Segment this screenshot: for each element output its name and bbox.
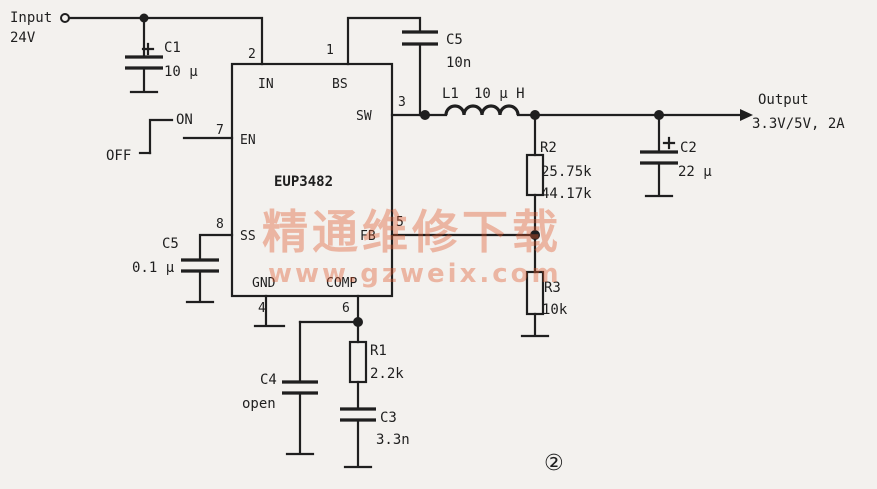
c5-bs-value: 10n — [446, 55, 471, 71]
inductor-l1 — [444, 104, 520, 116]
l1-ref: L1 — [442, 86, 459, 102]
c1-value: 10 μ — [164, 64, 198, 80]
r2-ref: R2 — [540, 140, 557, 156]
c3-ground — [343, 418, 373, 469]
c1-plus-sign — [141, 42, 155, 56]
r1-value: 2.2k — [370, 366, 404, 382]
pin-in-number: 2 — [248, 47, 256, 62]
l1-value: 10 μ H — [474, 86, 525, 102]
pin-in-label: IN — [258, 77, 274, 92]
comp-node-wire — [298, 320, 360, 344]
pin-sw-label: SW — [356, 109, 372, 124]
r3-ref: R3 — [544, 280, 561, 296]
watermark-url: www.gzweix.com — [268, 259, 562, 289]
pin-fb-label: FB — [360, 229, 376, 244]
ss-wire — [198, 233, 234, 260]
c5-ss-ref: C5 — [162, 236, 179, 252]
pin-ss-label: SS — [240, 229, 256, 244]
bs-wire — [346, 16, 422, 66]
r2-value-1: 25.75k — [541, 164, 592, 180]
pin-ss-number: 8 — [216, 217, 224, 232]
ic-body — [230, 62, 394, 298]
c4-ground — [285, 391, 315, 456]
pin-comp-label: COMP — [326, 276, 357, 291]
en-switch — [148, 118, 234, 155]
pin-gnd-number: 4 — [258, 301, 266, 316]
output-spec: 3.3V/5V, 2A — [752, 116, 845, 132]
r3-value: 10k — [542, 302, 568, 318]
figure-number: ② — [544, 451, 564, 476]
c3-ref: C3 — [380, 410, 397, 426]
input-voltage: 24V — [10, 30, 36, 46]
c5-ss-ground — [185, 269, 215, 304]
switch-off-label: OFF — [106, 148, 131, 164]
pin-en-number: 7 — [216, 123, 224, 138]
resistor-r1 — [348, 340, 368, 384]
c1-ref: C1 — [164, 40, 181, 56]
c2-plus-sign — [662, 136, 676, 150]
output-label: Output — [758, 92, 809, 108]
ic-part-number: EUP3482 — [274, 174, 333, 190]
pin-fb-number: 5 — [396, 215, 404, 230]
c4-value: open — [242, 396, 276, 412]
r1-ref: R1 — [370, 343, 387, 359]
junction-dot — [420, 110, 430, 120]
c2-value: 22 μ — [678, 164, 712, 180]
gnd-wire — [253, 294, 286, 328]
pin-sw-number: 3 — [398, 95, 406, 110]
c1-ground — [129, 66, 159, 94]
c4-ref: C4 — [260, 372, 277, 388]
r2-value-2: 44.17k — [541, 186, 592, 202]
switch-on-label: ON — [176, 112, 193, 128]
c5-bs-ref: C5 — [446, 32, 463, 48]
c3-value: 3.3n — [376, 432, 410, 448]
watermark-text: 精通维修下载 — [262, 205, 562, 259]
c2-ref: C2 — [680, 140, 697, 156]
pin-gnd-label: GND — [252, 276, 276, 291]
input-label: Input — [10, 10, 52, 26]
input-terminal — [60, 13, 70, 23]
pin-bs-number: 1 — [326, 43, 334, 58]
input-wire — [67, 16, 264, 66]
r3-ground — [520, 312, 550, 338]
c5-ss-value: 0.1 μ — [132, 260, 175, 276]
pin-comp-number: 6 — [342, 301, 350, 316]
c2-ground — [644, 161, 674, 198]
pin-bs-label: BS — [332, 77, 348, 92]
pin-en-label: EN — [240, 133, 256, 148]
output-arrow-icon — [740, 109, 753, 121]
